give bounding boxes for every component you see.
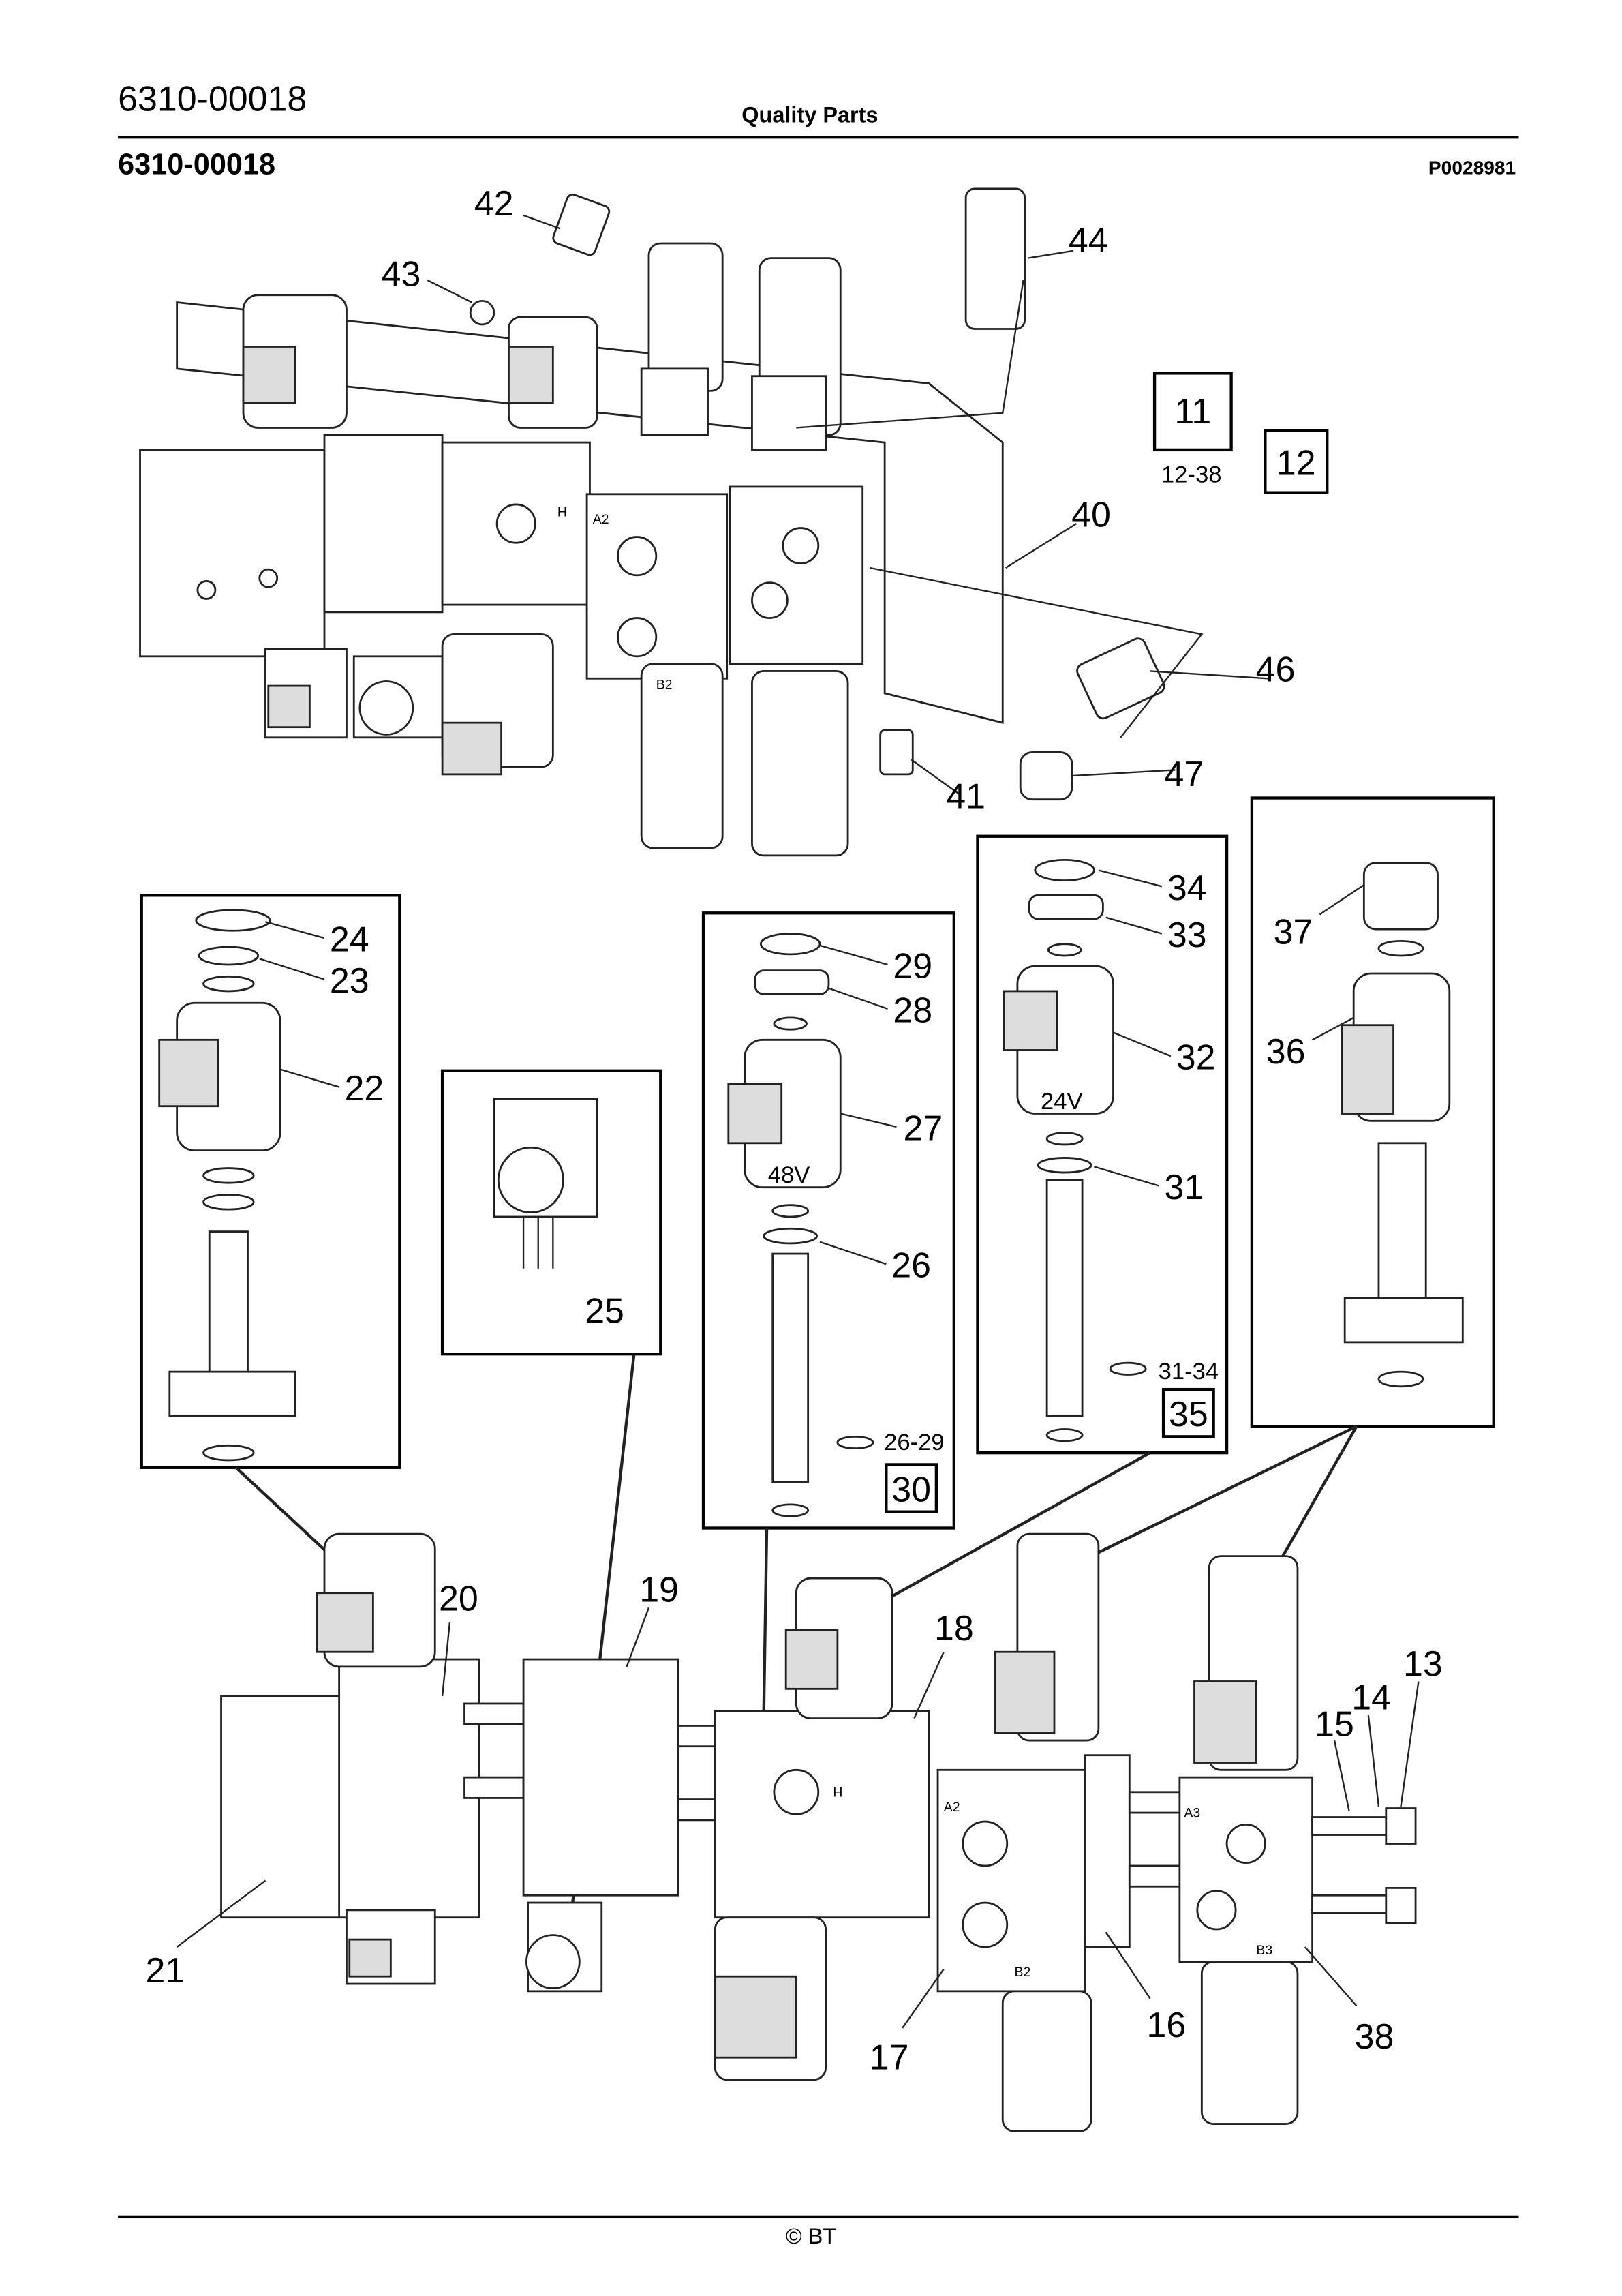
callout-18: 18 [934, 1609, 974, 1648]
callout-20: 20 [439, 1580, 478, 1619]
bolt-42 [552, 193, 611, 256]
callout-46: 46 [1256, 650, 1296, 690]
callout-40: 40 [1071, 495, 1111, 534]
detail-box-36-37 [1250, 796, 1495, 1428]
port-label-b2-bottom: B2 [1015, 1965, 1031, 1980]
port-label-a3: A3 [1184, 1806, 1200, 1821]
port-label-a2: A2 [593, 512, 609, 527]
valve-block-38 [1178, 1776, 1314, 1963]
callout-22: 22 [345, 1069, 384, 1108]
valve-block-18 [714, 1710, 930, 1919]
callout-31-34: 31-34 [1159, 1359, 1219, 1385]
voltage-label-48v: 48V [768, 1162, 810, 1188]
callout-31: 31 [1164, 1168, 1204, 1207]
callout-42: 42 [474, 184, 514, 224]
callout-28: 28 [893, 991, 932, 1030]
callout-38: 38 [1355, 2017, 1394, 2057]
detail-box-31-35 [976, 834, 1229, 1455]
coil-assembly-32: 24V [1003, 858, 1172, 1442]
callout-12: 12 [1276, 444, 1316, 483]
callout-36: 36 [1266, 1032, 1306, 1072]
callout-23: 23 [330, 961, 369, 1001]
footer-divider [118, 2215, 1519, 2219]
port-label-b2: B2 [656, 677, 673, 692]
callout-11: 11 [1174, 392, 1211, 432]
kit-12-box [1264, 429, 1329, 494]
adapter-46 [1076, 637, 1165, 720]
fitting-47 [1019, 751, 1073, 801]
coil-assembly-36 [1312, 862, 1464, 1388]
callout-26: 26 [891, 1246, 931, 1286]
callout-29: 29 [893, 946, 932, 986]
voltage-label-24v: 24V [1041, 1089, 1083, 1115]
callout-33: 33 [1167, 916, 1207, 955]
detail-box-26-30 [701, 911, 956, 1530]
kit-11-box [1152, 372, 1233, 452]
callout-19: 19 [639, 1571, 679, 1610]
callout-47: 47 [1164, 755, 1204, 794]
callout-44: 44 [1069, 221, 1108, 260]
callout-17: 17 [870, 2038, 909, 2078]
section-title: 6310-00018 [118, 149, 276, 182]
valve-block-19 [522, 1658, 679, 1897]
coil-assembly-27: 48V [727, 933, 897, 1517]
washer-43 [469, 299, 495, 326]
kit-35-box [1161, 1387, 1215, 1438]
valve-block-left [139, 449, 326, 658]
detail-box-25 [440, 1069, 662, 1356]
pressure-switch-25 [493, 1098, 598, 1269]
callout-21: 21 [145, 1951, 185, 1991]
pressure-sensor-44 [964, 187, 1026, 330]
exploded-parts-diagram: H A2 B2 [139, 184, 1495, 2132]
kit-30-box [885, 1463, 938, 1513]
callout-14: 14 [1351, 1678, 1391, 1718]
callout-25: 25 [585, 1292, 624, 1331]
callout-34: 34 [1167, 868, 1207, 908]
header-divider [118, 136, 1519, 139]
callout-24: 24 [330, 920, 369, 960]
callout-27: 27 [904, 1108, 943, 1148]
callout-labels: 42 43 44 11 12-38 12 40 46 47 41 24 23 2… [145, 184, 1442, 2078]
callout-37: 37 [1274, 913, 1313, 952]
valve-block-17 [936, 1768, 1086, 1993]
top-valve-assembly: H A2 B2 [139, 187, 1268, 857]
valve-block-a2 [585, 493, 729, 680]
drawing-reference: P0028981 [1428, 156, 1516, 179]
callout-26-29: 26-29 [884, 1430, 945, 1455]
callout-32: 32 [1176, 1038, 1216, 1078]
bottom-valve-assembly: H A2 B2 A3 B3 [176, 1353, 1420, 2132]
callout-16: 16 [1147, 2006, 1187, 2045]
coil-assembly-22 [158, 909, 339, 1462]
port-label-a2-bottom: A2 [944, 1800, 960, 1815]
document-number: 6310-00018 [118, 79, 307, 120]
port-label-h: H [557, 504, 567, 519]
callout-11-range: 12-38 [1161, 462, 1222, 487]
screw-41 [879, 729, 914, 776]
callout-13: 13 [1403, 1644, 1443, 1684]
callout-43: 43 [382, 255, 421, 294]
detail-box-22-24 [140, 894, 401, 1469]
callout-41: 41 [946, 777, 985, 817]
callout-30: 30 [891, 1470, 931, 1510]
port-label-h-bottom: H [833, 1785, 842, 1800]
copyright: © BT [785, 2224, 837, 2250]
callout-15: 15 [1315, 1705, 1354, 1744]
header-title: Quality Parts [741, 103, 878, 129]
port-label-b3: B3 [1256, 1943, 1272, 1958]
valve-block-a3 [729, 485, 864, 665]
callout-35: 35 [1169, 1395, 1208, 1434]
